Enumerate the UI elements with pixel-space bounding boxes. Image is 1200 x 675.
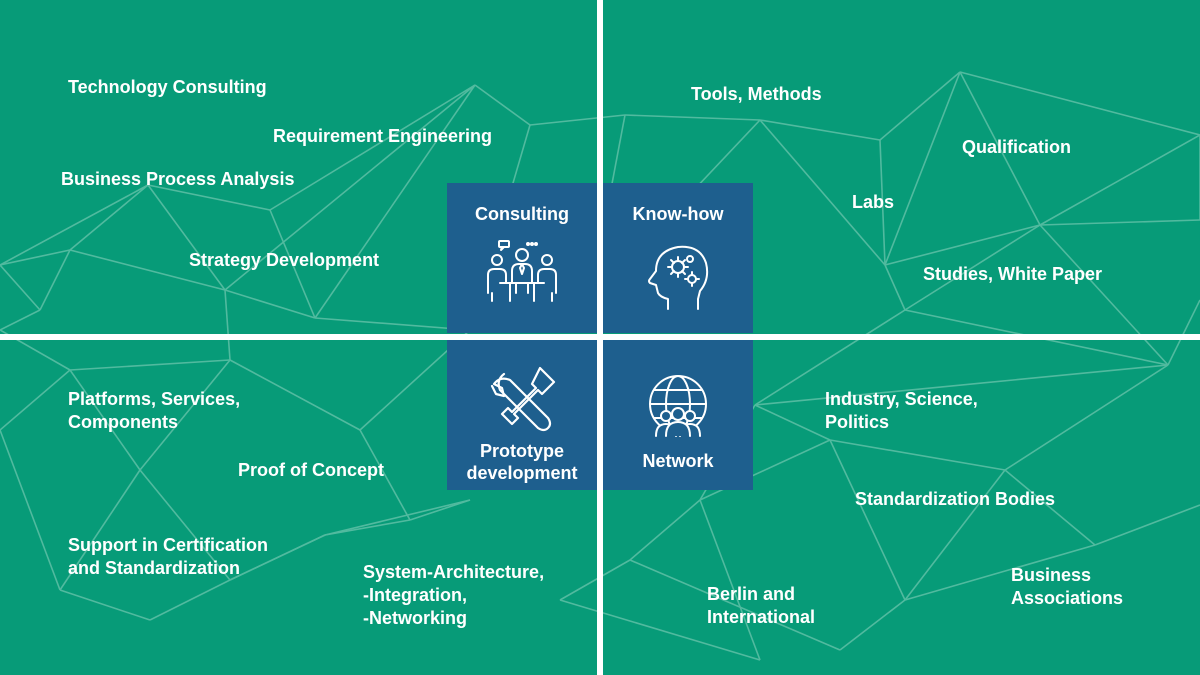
network-line — [559, 559, 631, 601]
network-line — [1039, 224, 1169, 366]
network-title: Network — [642, 451, 714, 471]
network-line — [884, 224, 1041, 266]
network-line — [904, 224, 1041, 311]
network-line — [69, 359, 231, 371]
network-line — [474, 84, 531, 126]
network-line — [0, 264, 41, 311]
network-line — [1004, 469, 1096, 546]
label-requirement-engineering: Requirement Engineering — [273, 126, 493, 146]
network-line — [69, 184, 149, 251]
network-line — [829, 439, 1006, 471]
network-line — [754, 404, 831, 441]
network-line — [147, 184, 226, 291]
network-line — [879, 71, 961, 141]
label-business-associations: Business Associations — [1011, 565, 1124, 608]
network-line — [409, 499, 471, 521]
wrench-screwdriver-icon — [482, 360, 562, 440]
network-line — [59, 469, 141, 591]
label-business-process-analysis: Business Process Analysis — [61, 169, 295, 189]
network-line — [1094, 504, 1200, 546]
network-line — [269, 84, 476, 211]
network-line — [224, 84, 476, 291]
network-line — [829, 439, 906, 601]
network-line — [1039, 134, 1200, 226]
horizontal-divider — [0, 334, 1200, 340]
head-gears-icon — [638, 235, 718, 315]
network-line — [559, 599, 761, 661]
network-line — [839, 599, 906, 651]
knowhow-tile: Know-how — [603, 183, 753, 333]
network-line — [324, 519, 411, 536]
network-tile: Network — [603, 340, 753, 490]
network-line — [224, 289, 316, 319]
network-line — [139, 359, 231, 471]
label-technology-consulting: Technology Consulting — [68, 77, 267, 97]
label-system-architecture: System-Architecture, -Integration, -Netw… — [363, 562, 545, 628]
network-line — [314, 84, 476, 319]
network-line — [884, 264, 906, 311]
network-line — [324, 499, 471, 536]
network-line — [149, 579, 231, 621]
consulting-title: Consulting — [475, 204, 569, 224]
meeting-people-icon — [482, 233, 562, 313]
globe-people-icon — [638, 368, 718, 448]
network-line — [959, 71, 1041, 226]
network-line — [69, 249, 226, 291]
network-line — [139, 469, 231, 581]
label-studies-white-paper: Studies, White Paper — [923, 264, 1103, 284]
network-line — [959, 71, 1200, 136]
network-line — [0, 249, 71, 266]
network-line — [529, 114, 626, 126]
network-line — [359, 429, 411, 521]
label-strategy-development: Strategy Development — [189, 250, 380, 270]
network-line — [624, 114, 761, 121]
network-line — [904, 469, 1006, 601]
label-platforms-services-components: Platforms, Services, Components — [68, 389, 241, 432]
network-line — [1039, 219, 1200, 226]
knowhow-title: Know-how — [632, 204, 724, 224]
network-line — [269, 209, 316, 319]
network-line — [629, 559, 841, 651]
prototype-title: Prototype development — [466, 441, 578, 483]
prototype-tile: Prototype development — [447, 340, 597, 490]
network-line — [699, 499, 761, 661]
label-labs: Labs — [852, 192, 895, 212]
label-berlin-international: Berlin and International — [707, 584, 816, 627]
network-line — [629, 499, 701, 561]
network-line — [754, 309, 906, 406]
label-proof-of-concept: Proof of Concept — [238, 460, 384, 480]
network-line — [39, 249, 71, 311]
label-tools-methods: Tools, Methods — [691, 84, 822, 104]
network-line — [229, 534, 326, 581]
network-line — [759, 119, 881, 141]
label-standardization-bodies: Standardization Bodies — [855, 489, 1056, 509]
network-line — [224, 289, 231, 361]
network-line — [69, 369, 141, 471]
network-line — [314, 317, 471, 331]
network-line — [229, 359, 361, 431]
network-line — [884, 71, 961, 266]
label-qualification: Qualification — [962, 137, 1072, 157]
network-line — [0, 184, 149, 266]
network-line — [879, 139, 886, 266]
network-line — [1167, 299, 1200, 366]
network-line — [0, 309, 41, 331]
network-line — [147, 184, 271, 211]
network-line — [0, 369, 71, 431]
network-line — [904, 544, 1096, 601]
network-line — [0, 429, 61, 591]
network-line — [754, 364, 1169, 406]
consulting-tile: Consulting — [447, 183, 597, 333]
label-support-certification: Support in Certification and Standardiza… — [68, 535, 268, 578]
network-line — [59, 589, 151, 621]
label-industry-science-politics: Industry, Science, Politics — [825, 389, 978, 432]
network-line — [1004, 364, 1169, 471]
network-line — [759, 119, 886, 266]
network-line — [699, 439, 831, 501]
